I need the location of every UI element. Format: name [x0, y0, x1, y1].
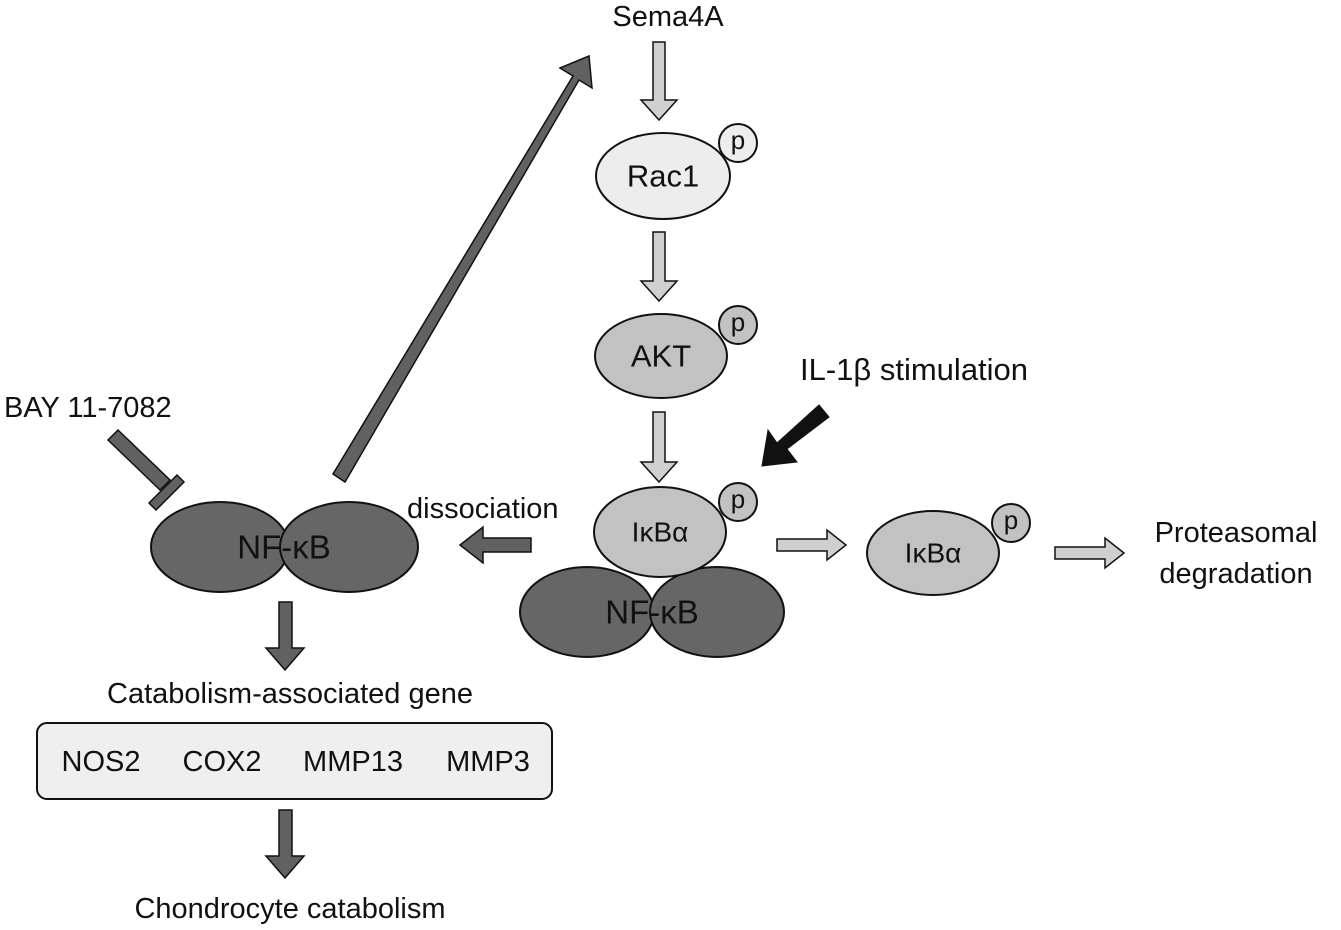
arrow-nfkb-to-genes: [264, 601, 306, 672]
proteasomal-label: Proteasomal: [1155, 517, 1318, 549]
ikba-bound-phospho-label: p: [731, 484, 745, 514]
akt-label: AKT: [631, 339, 691, 374]
gene-nos2: NOS2: [62, 746, 141, 778]
arrow-akt-to-ikba: [639, 411, 679, 484]
ikba-free-phospho-badge: [991, 503, 1031, 543]
bay-inhibitor-label: BAY 11-7082: [4, 392, 172, 424]
rac1-phospho-badge: [718, 123, 758, 163]
akt-phospho-badge: [718, 305, 758, 345]
akt-node: [594, 313, 728, 399]
arrow-dissociation: [458, 525, 532, 565]
gene-mmp13: MMP13: [303, 746, 403, 778]
gene-cox2: COX2: [183, 746, 262, 778]
bay-inhibition-symbol: [106, 428, 186, 512]
il1b-stimulation-label: IL-1β stimulation: [800, 352, 1028, 387]
arrow-nfkb-to-sema4a: [331, 54, 593, 484]
arrow-genes-to-chondrocyte: [264, 809, 306, 880]
ikba-bound-label: IκBα: [632, 517, 689, 548]
gene-box: [36, 722, 553, 800]
arrow-to-proteasomal-degradation: [1054, 536, 1126, 570]
rac1-phospho-label: p: [731, 125, 745, 155]
rac1-label: Rac1: [627, 159, 699, 194]
catabolism-gene-label: Catabolism-associated gene: [107, 678, 473, 710]
ikba-free-phospho-label: p: [1004, 505, 1018, 535]
chondrocyte-catabolism-label: Chondrocyte catabolism: [134, 893, 445, 925]
nfkb-right-subunit: [279, 501, 419, 593]
nfkb-bound-label: NF-κB: [605, 594, 699, 631]
arrow-rac1-to-akt: [639, 231, 679, 303]
ikba-bound-phospho-badge: [718, 482, 758, 522]
dissociation-label: dissociation: [407, 493, 559, 525]
arrow-ikba-release: [776, 528, 848, 562]
ikba-free-label: IκBα: [905, 538, 962, 569]
gene-mmp3: MMP3: [446, 746, 530, 778]
arrow-il1b-stimulation: [761, 404, 830, 467]
nfkb-label: NF-κB: [237, 529, 331, 566]
ikba-free-node: [866, 510, 1000, 596]
degradation-label: degradation: [1159, 558, 1312, 590]
arrow-sema4a-to-rac1: [639, 41, 679, 122]
rac1-node: [595, 132, 731, 220]
nfkb-bound-right-subunit: [649, 566, 785, 658]
sema4a-label: Sema4A: [612, 1, 724, 33]
ikba-bound-node: [593, 486, 727, 578]
akt-phospho-label: p: [731, 307, 745, 337]
